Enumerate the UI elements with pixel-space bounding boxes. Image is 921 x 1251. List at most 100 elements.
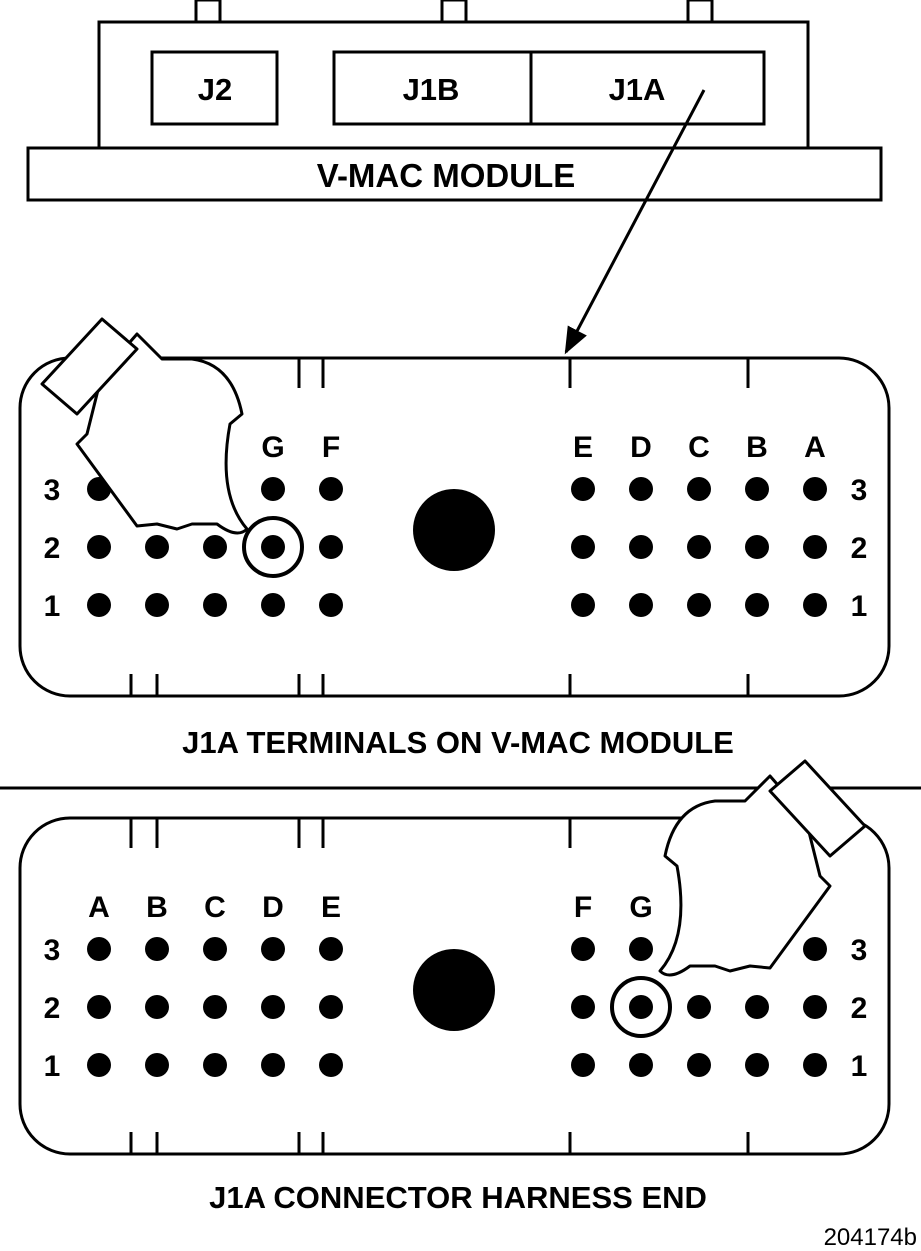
row-number-right: 1: [851, 590, 868, 623]
column-letter: D: [262, 891, 284, 924]
terminal-pin: [803, 937, 827, 961]
terminal-pin: [687, 995, 711, 1019]
pointing-hand-icon: [658, 759, 867, 977]
callout-arrow: [564, 89, 706, 355]
terminal-pin: [261, 593, 285, 617]
column-letter: C: [688, 431, 710, 464]
terminal-pin: [87, 535, 111, 559]
terminal-pin: [145, 937, 169, 961]
terminal-pin: [745, 593, 769, 617]
terminal-pin: [261, 535, 285, 559]
terminal-pin: [319, 535, 343, 559]
module-title: V-MAC MODULE: [317, 157, 576, 194]
slot-j2: [150, 50, 279, 126]
terminal-pin: [87, 937, 111, 961]
terminal-pin: [261, 937, 285, 961]
highlight-ring: [242, 516, 304, 578]
terminal-pin: [745, 995, 769, 1019]
terminal-pin: [203, 535, 227, 559]
slot-j1b-j1a: [332, 50, 766, 126]
row-number-right: 2: [851, 992, 868, 1025]
terminal-pin: [745, 535, 769, 559]
terminal-pin: [571, 937, 595, 961]
terminal-pin: [571, 593, 595, 617]
terminal-pin: [145, 1053, 169, 1077]
row-number-left: 1: [44, 590, 61, 623]
terminal-pin: [687, 477, 711, 501]
terminal-pin: [571, 535, 595, 559]
center-post: [413, 489, 495, 571]
panel-caption-harness: J1A CONNECTOR HARNESS END: [209, 1180, 707, 1215]
column-letter: F: [322, 431, 340, 464]
slot-label-j1a: J1A: [609, 72, 666, 107]
terminal-pin: [629, 1053, 653, 1077]
terminal-pin: [87, 1053, 111, 1077]
terminal-pin: [629, 535, 653, 559]
row-number-left: 3: [44, 934, 61, 967]
terminal-pin: [687, 535, 711, 559]
figure-number: 204174b: [824, 1224, 917, 1251]
column-letter: G: [629, 891, 652, 924]
terminal-pin: [319, 1053, 343, 1077]
terminal-pin: [803, 995, 827, 1019]
terminal-pin: [87, 995, 111, 1019]
column-letter: B: [746, 431, 768, 464]
terminal-pin: [319, 593, 343, 617]
slot-label-j2: J2: [198, 72, 232, 107]
terminal-pin: [629, 937, 653, 961]
row-number-right: 2: [851, 532, 868, 565]
terminal-pin: [261, 1053, 285, 1077]
terminal-pin: [319, 995, 343, 1019]
pointing-hand-icon: [40, 317, 249, 535]
row-number-left: 1: [44, 1050, 61, 1083]
terminal-pin: [87, 593, 111, 617]
vmac-module: J2 J1B J1A V-MAC MODULE: [26, 0, 883, 202]
terminal-pin: [803, 1053, 827, 1077]
terminal-pin: [319, 477, 343, 501]
slot-label-j1b: J1B: [403, 72, 460, 107]
terminal-pin: [629, 477, 653, 501]
column-letter: A: [804, 431, 826, 464]
panel-module-terminals: HGFEDCBA332211: [18, 317, 891, 698]
terminal-pin: [319, 937, 343, 961]
row-number-left: 3: [44, 474, 61, 507]
terminal-pin: [261, 995, 285, 1019]
column-letter: C: [204, 891, 226, 924]
terminal-pin: [803, 593, 827, 617]
row-number-right: 1: [851, 1050, 868, 1083]
terminal-pin: [803, 477, 827, 501]
terminal-pin: [571, 477, 595, 501]
terminal-pin: [745, 477, 769, 501]
terminal-pin: [145, 593, 169, 617]
terminal-pin: [145, 535, 169, 559]
column-letter: E: [321, 891, 341, 924]
terminal-pin: [203, 1053, 227, 1077]
terminal-pin: [571, 1053, 595, 1077]
row-number-left: 2: [44, 992, 61, 1025]
row-number-right: 3: [851, 474, 868, 507]
terminal-pin: [145, 995, 169, 1019]
center-post: [413, 949, 495, 1031]
terminal-pin: [261, 477, 285, 501]
terminal-pin: [803, 535, 827, 559]
module-base: [26, 146, 883, 202]
column-letter: D: [630, 431, 652, 464]
terminal-pin: [629, 995, 653, 1019]
highlight-ring: [610, 976, 672, 1038]
terminal-pin: [571, 995, 595, 1019]
terminal-pin: [203, 593, 227, 617]
terminal-pin: [203, 995, 227, 1019]
row-number-left: 2: [44, 532, 61, 565]
column-letter: E: [573, 431, 593, 464]
terminal-pin: [745, 1053, 769, 1077]
terminal-pin: [687, 1053, 711, 1077]
panel-caption-module: J1A TERMINALS ON V-MAC MODULE: [182, 725, 734, 760]
terminal-pin: [687, 593, 711, 617]
column-letter: A: [88, 891, 110, 924]
terminal-pin: [203, 937, 227, 961]
column-letter: G: [261, 431, 284, 464]
terminal-pin: [629, 593, 653, 617]
row-number-right: 3: [851, 934, 868, 967]
